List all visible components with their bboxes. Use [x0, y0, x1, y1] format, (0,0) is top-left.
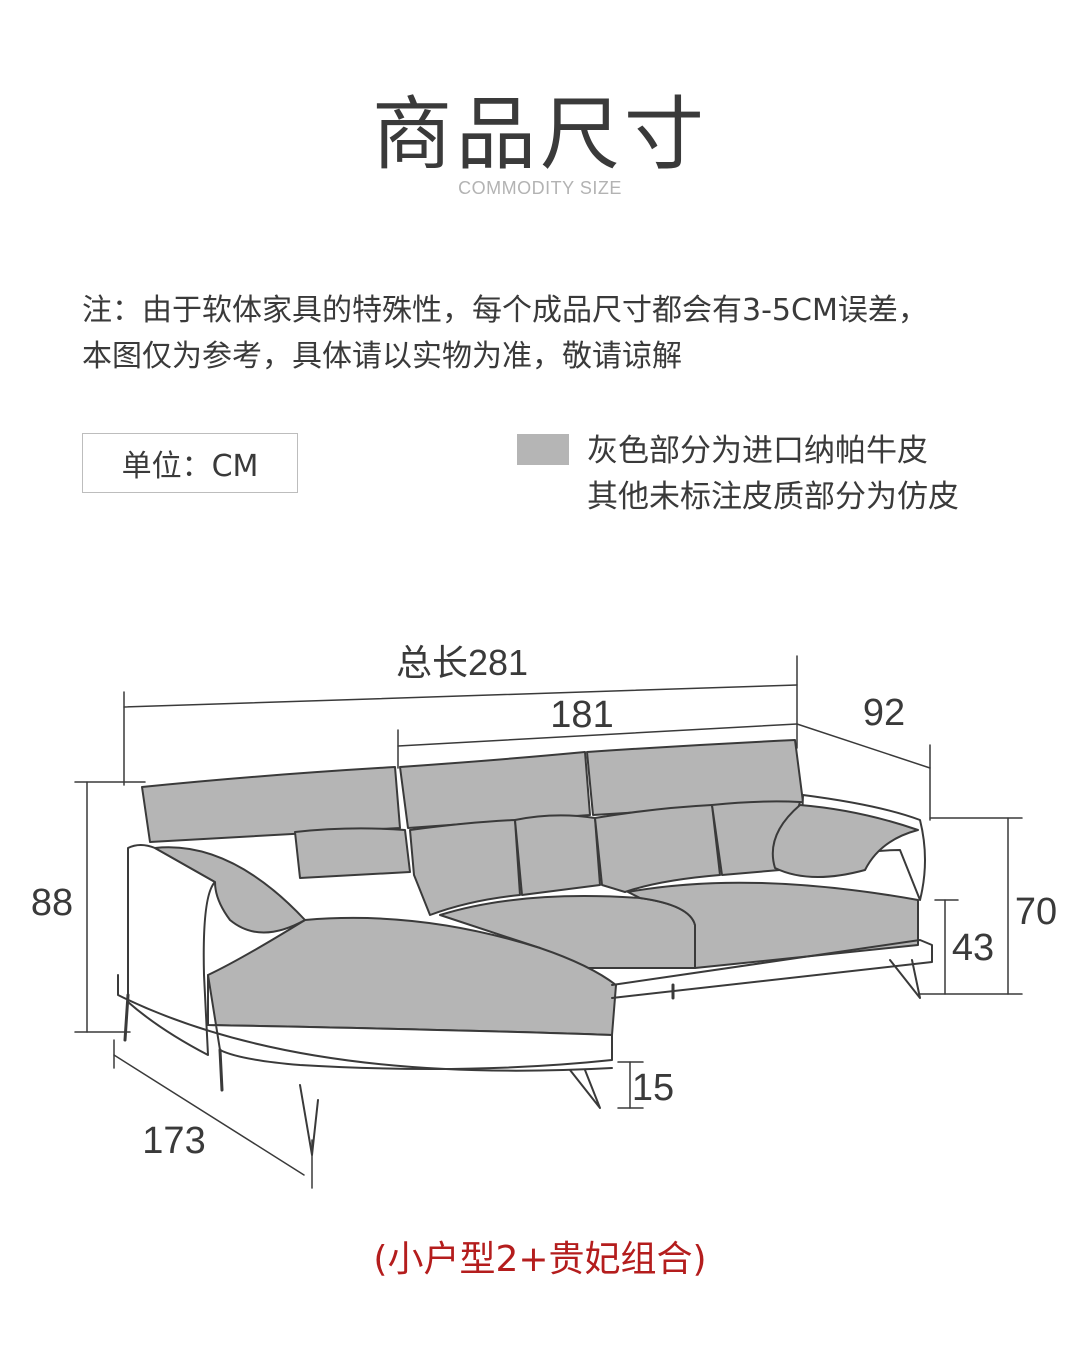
page-title: 商品尺寸	[372, 88, 708, 181]
unit-label-box: 单位：CM	[82, 433, 298, 493]
page-subtitle: COMMODITY SIZE	[458, 178, 622, 198]
dim-leg-height: 15	[632, 1067, 674, 1109]
legend-line-2: 其他未标注皮质部分为仿皮	[587, 479, 959, 515]
unit-label: 单位：CM	[121, 449, 259, 484]
dim-main-length: 181	[550, 694, 613, 736]
dim-seat-height: 43	[952, 927, 994, 969]
disclaimer-line-1: 注：由于软体家具的特殊性，每个成品尺寸都会有3-5CM误差，	[82, 293, 928, 328]
leather-color-swatch	[517, 434, 569, 465]
material-legend: 灰色部分为进口纳帕牛皮 其他未标注皮质部分为仿皮	[587, 428, 959, 520]
dim-total-length: 总长281	[396, 642, 528, 683]
dim-depth: 92	[863, 692, 905, 734]
product-caption: (小户型2+贵妃组合)	[373, 1239, 707, 1280]
disclaimer-line-2: 本图仅为参考，具体请以实物为准，敬请谅解	[82, 339, 682, 374]
dim-height: 88	[31, 882, 73, 924]
legend-line-1: 灰色部分为进口纳帕牛皮	[587, 433, 928, 469]
disclaimer-note: 注：由于软体家具的特殊性，每个成品尺寸都会有3-5CM误差， 本图仅为参考，具体…	[82, 288, 1022, 380]
dim-chaise-length: 173	[142, 1120, 205, 1162]
dim-back-height: 70	[1015, 891, 1057, 933]
